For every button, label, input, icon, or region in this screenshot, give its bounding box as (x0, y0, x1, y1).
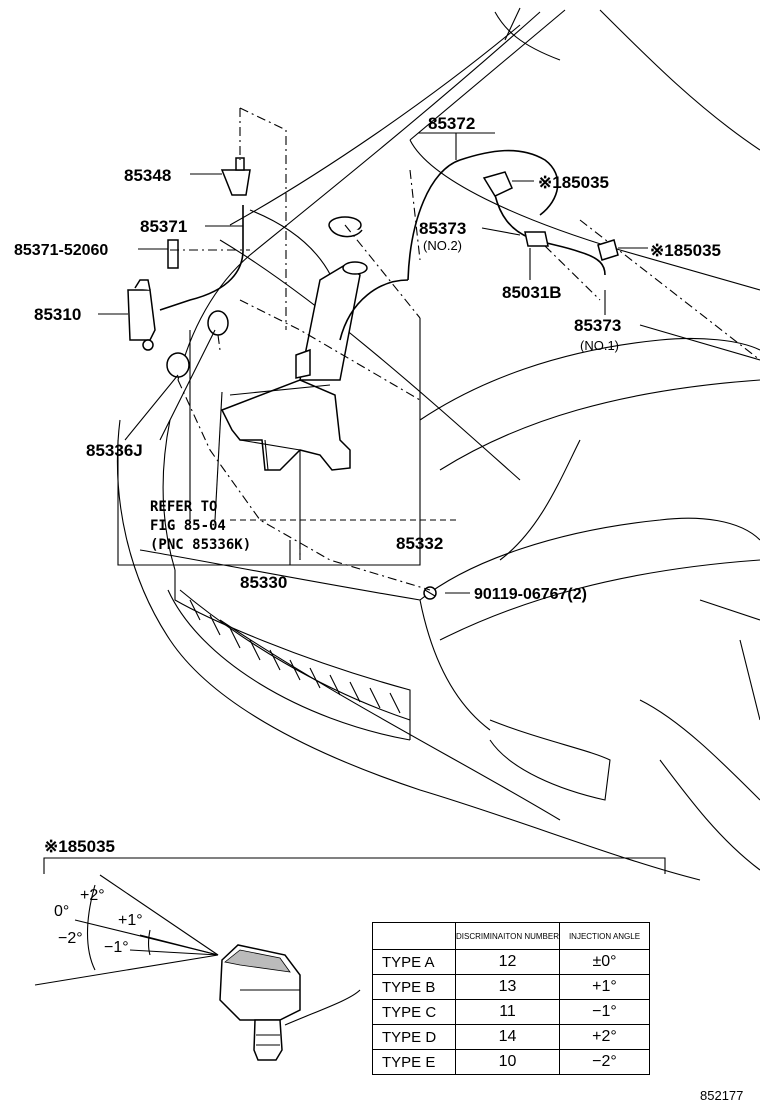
label-85373-no1: 85373 (574, 316, 621, 335)
refer-note-line3: (PNC 85336K) (150, 537, 251, 553)
washer-tank (220, 261, 368, 471)
row-type: TYPE B (372, 974, 456, 1000)
label-85330: 85330 (240, 573, 287, 592)
row-angle: ±0° (559, 949, 650, 975)
vehicle-body-outline (116, 7, 760, 881)
detail-bracket (43, 857, 666, 874)
row-angle: +2° (559, 1024, 650, 1050)
header-injection-angle: INJECTION ANGLE (559, 922, 650, 950)
table-row: TYPE E 10 −2° (372, 1049, 650, 1075)
table-header-row: DISCRIMINAITON NUMBER INJECTION ANGLE (372, 922, 650, 950)
row-number: 13 (455, 974, 560, 1000)
label-85310: 85310 (34, 305, 81, 324)
leader-lines (98, 132, 760, 594)
detail-title: ※185035 (44, 837, 115, 856)
label-85373-no1-sub: (NO.1) (580, 338, 619, 353)
row-type: TYPE D (372, 1024, 456, 1050)
label-85371-52060: 85371-52060 (14, 242, 108, 259)
label-85031b: 85031B (502, 283, 562, 302)
angle-label-0: 0° (54, 903, 69, 920)
table-row: TYPE C 11 −1° (372, 999, 650, 1025)
screw (423, 586, 437, 600)
table-row: TYPE B 13 +1° (372, 974, 650, 1000)
injection-angle-fan (34, 874, 361, 1061)
angle-label-plus1: +1° (118, 912, 143, 929)
nozzles (482, 171, 619, 261)
header-type (372, 922, 456, 950)
refer-note-line2: FIG 85-04 (150, 518, 226, 534)
angle-label-minus1: −1° (104, 939, 129, 956)
injection-angle-table: DISCRIMINAITON NUMBER INJECTION ANGLE TY… (372, 922, 650, 1075)
grommets (166, 310, 229, 378)
label-85373-no2: 85373 (419, 219, 466, 238)
row-type: TYPE E (372, 1049, 456, 1075)
angle-label-plus2: +2° (80, 887, 105, 904)
row-number: 10 (455, 1049, 560, 1075)
hoses (159, 149, 606, 341)
figure-id: 852177 (700, 1088, 743, 1103)
label-85336j: 85336J (86, 441, 143, 460)
row-type: TYPE A (372, 949, 456, 975)
row-type: TYPE C (372, 999, 456, 1025)
table-row: TYPE D 14 +2° (372, 1024, 650, 1050)
table-row: TYPE A 12 ±0° (372, 949, 650, 975)
angle-label-minus2: −2° (58, 930, 83, 947)
reference-lines (170, 107, 601, 591)
label-85348: 85348 (124, 166, 171, 185)
label-85373-no2-sub: (NO.2) (423, 238, 462, 253)
label-85371: 85371 (140, 217, 187, 236)
row-angle: −2° (559, 1049, 650, 1075)
label-185035-a: ※185035 (538, 173, 609, 192)
label-185035-b: ※185035 (650, 241, 721, 260)
row-angle: −1° (559, 999, 650, 1025)
filler-cap (328, 216, 363, 238)
row-number: 12 (455, 949, 560, 975)
washer-pump (127, 279, 156, 351)
row-angle: +1° (559, 974, 650, 1000)
header-discrimination-number: DISCRIMINAITON NUMBER (455, 922, 560, 950)
label-90119-06767: 90119-06767(2) (474, 586, 587, 603)
row-number: 14 (455, 1024, 560, 1050)
row-number: 11 (455, 999, 560, 1025)
label-85372: 85372 (428, 114, 475, 133)
refer-note-line1: REFER TO (150, 499, 217, 515)
label-85332: 85332 (396, 534, 443, 553)
